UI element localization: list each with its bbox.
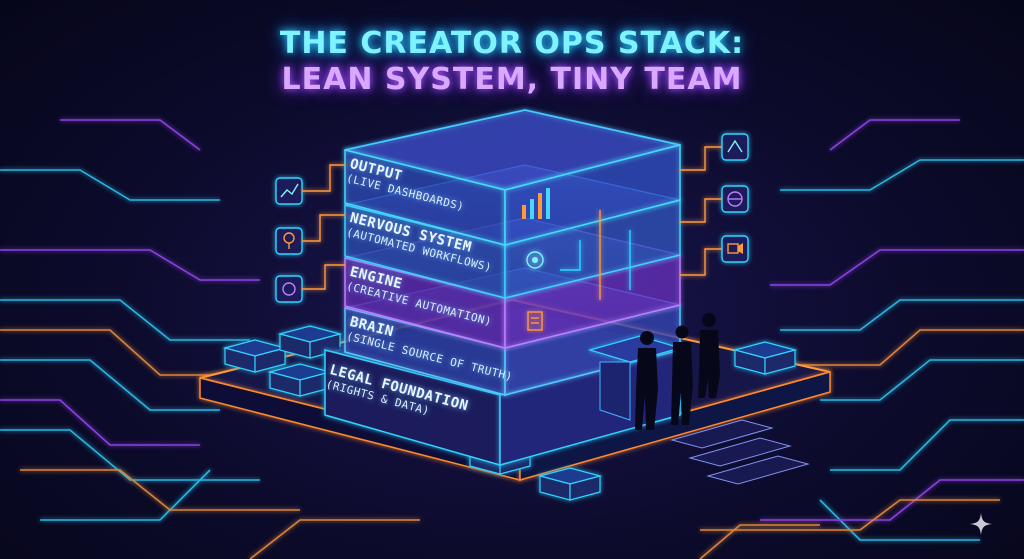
- video-icon: [722, 236, 748, 262]
- lightbulb-icon: [276, 228, 302, 254]
- person-3: [698, 313, 720, 398]
- chart-icon: [276, 178, 302, 204]
- title-line-2: LEAN SYSTEM, TINY TEAM: [0, 62, 1024, 97]
- sparkle-icon: [970, 513, 992, 535]
- server-module-bottom-2: [540, 468, 600, 500]
- brain-icon: [276, 276, 302, 302]
- title-line-1: THE CREATOR OPS STACK:: [0, 26, 1024, 61]
- network-icon: [722, 134, 748, 160]
- globe-icon: [722, 186, 748, 212]
